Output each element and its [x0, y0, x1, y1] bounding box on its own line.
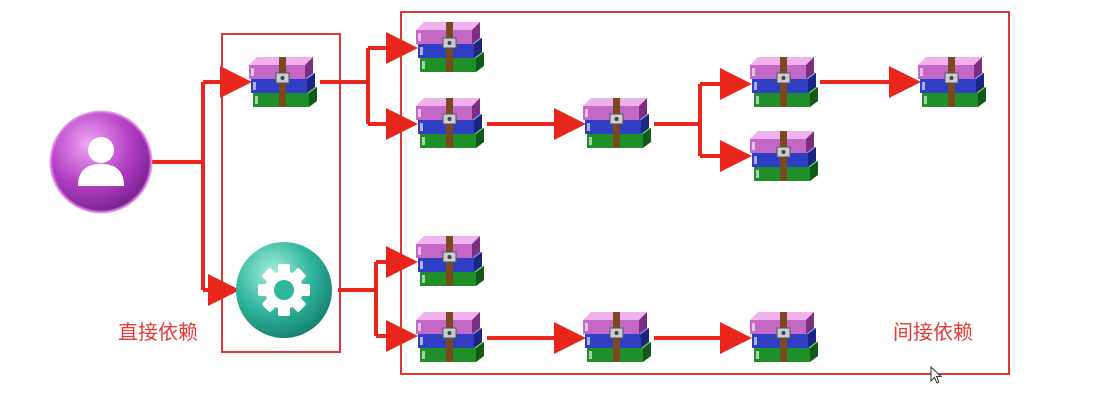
archive-icon	[749, 56, 819, 108]
mouse-cursor-icon	[930, 366, 943, 384]
indirect-dependency-box	[400, 11, 1010, 375]
archive-icon	[248, 56, 318, 108]
gear-icon	[236, 242, 332, 338]
archive-icon	[582, 311, 652, 363]
archive-icon	[582, 97, 652, 149]
archive-icon	[917, 56, 987, 108]
direct-dependency-label: 直接依赖	[118, 320, 198, 344]
archive-icon	[415, 235, 485, 287]
archive-icon	[749, 311, 819, 363]
archive-icon	[415, 311, 485, 363]
dependency-arrows	[152, 32, 921, 354]
archive-icon	[415, 21, 485, 73]
user-icon	[49, 110, 153, 214]
archive-icon	[749, 130, 819, 182]
archive-icon	[415, 97, 485, 149]
indirect-dependency-label: 间接依赖	[893, 320, 973, 344]
direct-dependency-box	[221, 33, 341, 353]
